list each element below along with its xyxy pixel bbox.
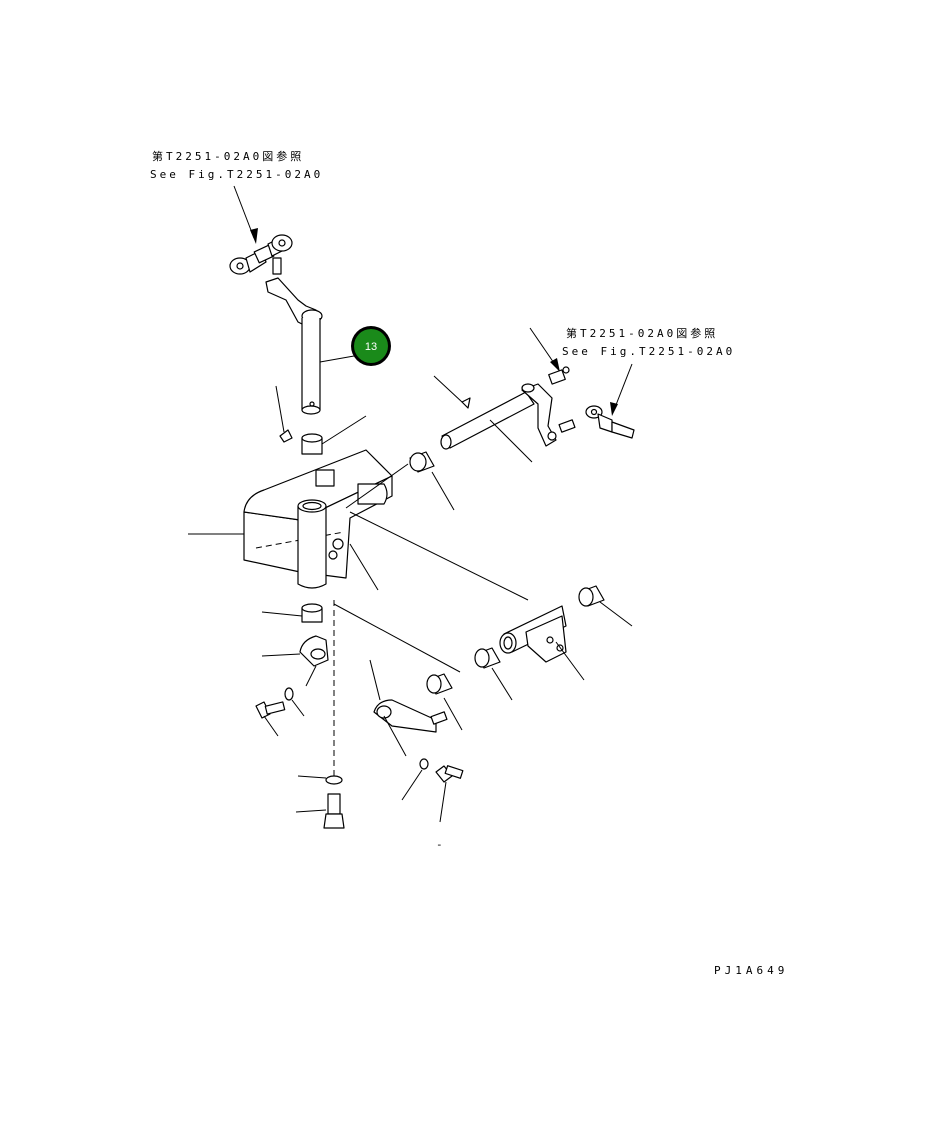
reference-arrow-3 [610,363,633,416]
connector-line-c [345,463,409,509]
washer-bolt-right [401,758,464,823]
bushing-bracket-right [409,451,455,511]
clamp-lever [261,635,329,667]
reference-label-1-en: See Fig.T2251-02A0 [150,168,323,181]
bushing-upper [301,415,367,455]
bushing-lower-left [261,603,323,623]
vertical-tube [297,499,344,589]
callout-badge-13[interactable]: 13 [351,326,391,366]
reference-label-2-en: See Fig.T2251-02A0 [562,345,735,358]
bushing-lower-arm [426,673,463,731]
reference-label-1-jp: 第T2251-02A0図参照 [152,149,304,163]
callout-number: 13 [365,341,377,353]
minor-mark: - [436,838,447,851]
leader-bolt-bracket [349,543,379,591]
bolt-left [255,665,317,737]
reference-label-2-jp: 第T2251-02A0図参照 [566,326,718,340]
cross-shaft-lower [499,605,585,681]
rod-end-right [585,405,635,439]
reference-arrow-2 [529,327,560,372]
connector-line-a [349,511,529,601]
lower-arm-lever [369,659,448,757]
bolt-bottom [295,793,345,829]
drawing-code: PJ1A649 [714,964,788,977]
cross-shaft-upper [440,383,576,463]
bushing-lower-right-1 [578,585,633,627]
bushing-lower-right-2 [474,647,513,701]
main-bracket [188,449,393,579]
lever-shaft [265,277,323,415]
connector-line-b [333,603,461,673]
reference-arrow-1 [233,185,258,244]
linkage-rod-left [229,234,293,275]
washer-bottom [297,775,343,785]
cotter-pin-upper [433,375,471,409]
leader-line-13 [319,355,355,363]
cotter-pin-left [275,385,293,443]
ball-joint-upper [548,366,570,385]
